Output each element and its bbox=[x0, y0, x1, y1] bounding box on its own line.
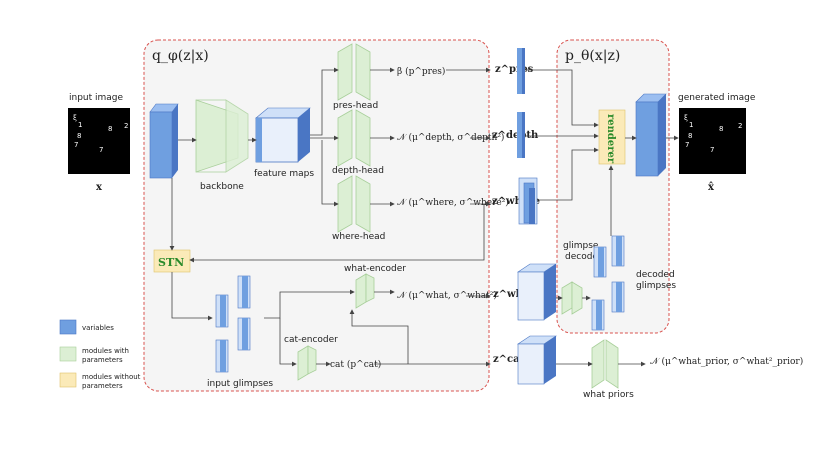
svg-text:2: 2 bbox=[124, 122, 128, 130]
decoded-glimpses-label-1: decoded bbox=[636, 270, 675, 280]
glimpse-decoder-label-1: glimpse bbox=[563, 241, 599, 251]
prior-dist: 𝒩 (μ^what_prior, σ^what²_prior) bbox=[650, 356, 803, 367]
svg-text:7: 7 bbox=[99, 146, 103, 154]
legend-variables-label: variables bbox=[82, 324, 114, 332]
encoder-title: q_φ(z|x) bbox=[152, 48, 209, 64]
input-image bbox=[68, 108, 130, 174]
z-what-label: z^what bbox=[493, 289, 534, 300]
what-priors-module bbox=[591, 339, 619, 389]
pres-dist: β (p^pres) bbox=[397, 66, 445, 77]
z-pres-label: z^pres bbox=[495, 64, 534, 75]
z-cat-label: z^cat bbox=[493, 354, 525, 365]
legend-variables-swatch bbox=[59, 319, 77, 335]
input-digits: ξ1 8 8 7 7 2 bbox=[73, 114, 128, 154]
input-glimpses-label: input glimpses bbox=[207, 379, 273, 389]
legend-nomodules-label-1: modules without bbox=[82, 373, 141, 381]
cat-dist: cat (p^cat) bbox=[330, 359, 381, 370]
renderer-module bbox=[598, 109, 626, 165]
svg-text:8: 8 bbox=[77, 132, 81, 140]
connections bbox=[169, 67, 679, 367]
svg-text:8: 8 bbox=[719, 125, 723, 133]
svg-text:7: 7 bbox=[74, 141, 78, 149]
depth-dist: 𝒩 (μ^depth, σ^depth²) bbox=[397, 132, 504, 143]
svg-text:8: 8 bbox=[688, 132, 692, 140]
legend-nomodules-label-2: parameters bbox=[82, 382, 123, 390]
what-encoder-module bbox=[355, 273, 375, 309]
where-dist: 𝒩 (μ^where, σ^where²) bbox=[397, 197, 509, 208]
output-variable bbox=[635, 93, 667, 177]
where-head-module bbox=[337, 175, 371, 233]
svg-text:7: 7 bbox=[685, 141, 689, 149]
z-what-variable bbox=[517, 263, 557, 321]
legend-modules-label-1: modules with bbox=[82, 347, 129, 355]
where-head-label: where-head bbox=[332, 232, 385, 242]
decoded-glimpses-label-2: glimpses bbox=[636, 281, 676, 291]
feature-maps bbox=[255, 107, 311, 163]
output-digits: ξ1 8 8 7 7 2 bbox=[684, 114, 742, 154]
what-encoder-label: what-encoder bbox=[344, 264, 406, 274]
svg-text:ξ: ξ bbox=[73, 114, 77, 122]
output-symbol: x̂ bbox=[708, 182, 715, 193]
svg-text:7: 7 bbox=[710, 146, 714, 154]
decoder-title: p_θ(x|z) bbox=[565, 48, 620, 64]
pres-head-label: pres-head bbox=[333, 101, 378, 111]
z-where-variable bbox=[518, 177, 538, 225]
what-dist: 𝒩 (μ^what, σ^what²) bbox=[397, 290, 497, 301]
backbone-label: backbone bbox=[200, 182, 244, 192]
what-priors-label: what priors bbox=[583, 390, 634, 400]
z-pres-variable bbox=[517, 48, 525, 94]
depth-head-label: depth-head bbox=[332, 166, 384, 176]
feature-maps-label: feature maps bbox=[254, 169, 314, 179]
svg-text:ξ: ξ bbox=[684, 114, 688, 122]
decoded-glimpses bbox=[591, 235, 625, 331]
depth-head-module bbox=[337, 109, 371, 167]
input-symbol: x bbox=[96, 182, 103, 193]
input-variable bbox=[149, 103, 179, 179]
z-where-label: z^where bbox=[492, 196, 540, 207]
input-image-label: input image bbox=[69, 93, 124, 103]
backbone-module bbox=[195, 99, 249, 173]
cat-encoder-label: cat-encoder bbox=[284, 335, 338, 345]
legend-modules-swatch bbox=[59, 346, 77, 362]
svg-text:1: 1 bbox=[78, 121, 82, 129]
pres-head-module bbox=[337, 43, 371, 101]
cat-encoder-module bbox=[297, 345, 317, 381]
z-cat-variable bbox=[517, 335, 557, 385]
z-depth-variable bbox=[517, 112, 525, 158]
output-image-label: generated image bbox=[678, 93, 756, 103]
svg-text:2: 2 bbox=[738, 122, 742, 130]
legend-nomodules-swatch bbox=[59, 372, 77, 388]
input-glimpses bbox=[215, 275, 251, 373]
stn-label: STN bbox=[158, 256, 184, 269]
legend-modules-label-2: parameters bbox=[82, 356, 123, 364]
glimpse-decoder-label-2: decoder bbox=[565, 252, 602, 262]
svg-text:1: 1 bbox=[689, 121, 693, 129]
renderer-label: renderer bbox=[605, 114, 616, 164]
z-depth-label: z^depth bbox=[492, 130, 539, 141]
generated-image bbox=[679, 108, 746, 174]
glimpse-decoder-module bbox=[561, 281, 583, 315]
svg-text:8: 8 bbox=[108, 125, 112, 133]
